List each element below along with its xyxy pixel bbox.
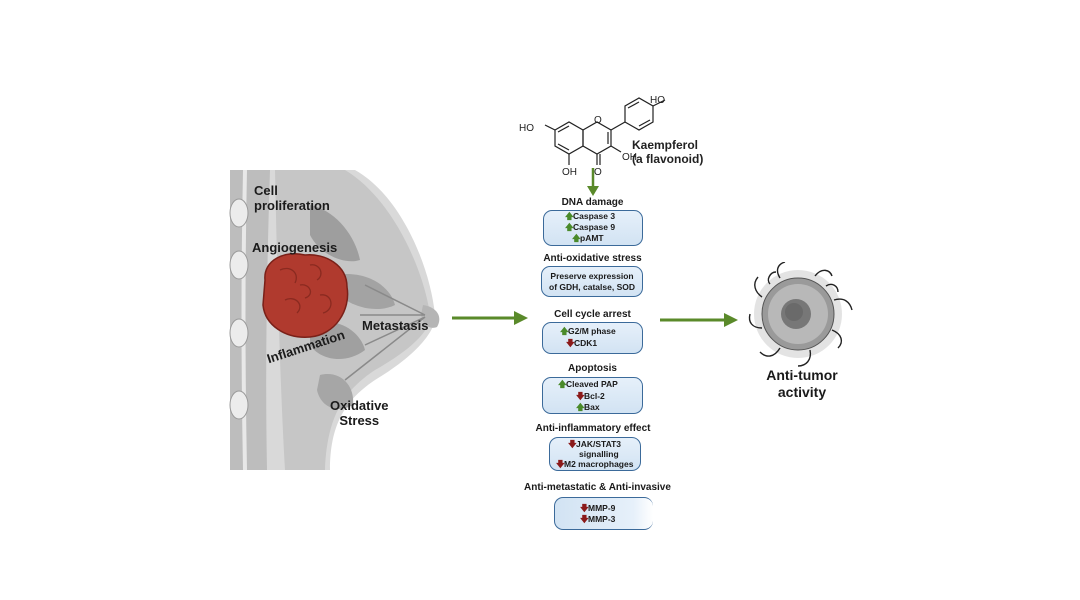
- arrow-right-icon: [452, 311, 528, 325]
- molecule-oh-mid: OH: [622, 152, 637, 163]
- down-arrow-icon: 🡇: [568, 439, 577, 449]
- down-arrow-icon: 🡇: [576, 391, 585, 401]
- section-title-dna-damage: DNA damage: [561, 197, 624, 208]
- line-cleaved-pap: 🡅Cleaved PAP: [558, 379, 618, 389]
- line-g2m-phase: 🡅G2/M phase: [560, 326, 616, 336]
- tumor-cell-icon: [748, 262, 853, 367]
- label-oxidative-stress: Oxidative Stress: [330, 398, 389, 428]
- molecule-o-carbonyl: O: [594, 167, 602, 178]
- arrow-down-icon: [587, 168, 599, 196]
- molecule-oh-bottom: OH: [562, 167, 577, 178]
- box-apoptosis: [542, 377, 643, 414]
- breast-illustration: [229, 169, 440, 471]
- line-m2-macrophages: 🡇M2 macrophages: [556, 459, 634, 469]
- anti-tumor-activity-label: Anti-tumor activity: [766, 367, 838, 400]
- down-arrow-icon: 🡇: [556, 459, 565, 469]
- tumor-mass: [262, 253, 349, 338]
- box-anti-metastatic: [554, 497, 653, 530]
- up-arrow-icon: 🡅: [572, 233, 581, 243]
- kaempferol-label: Kaempferol (a flavonoid): [632, 138, 703, 166]
- box-dna-damage: [543, 210, 643, 246]
- section-title-cell-cycle-arrest: Cell cycle arrest: [554, 309, 631, 320]
- up-arrow-icon: 🡅: [560, 326, 569, 336]
- section-title-anti-inflammatory: Anti-inflammatory effect: [535, 423, 651, 434]
- line-mmp3: 🡇MMP-3: [580, 514, 616, 524]
- up-arrow-icon: 🡅: [558, 379, 567, 389]
- line-preserve-expression: Preserve expression: [550, 271, 634, 281]
- label-cell-proliferation: Cell proliferation: [254, 183, 330, 213]
- line-caspase9: 🡅Caspase 9: [565, 222, 616, 232]
- down-arrow-icon: 🡇: [566, 338, 575, 348]
- up-arrow-icon: 🡅: [565, 222, 574, 232]
- line-cdk1: 🡇CDK1: [566, 338, 598, 348]
- box-anti-oxidative-stress: [541, 266, 643, 297]
- kaempferol-name: Kaempferol: [632, 138, 699, 152]
- up-arrow-icon: 🡅: [565, 211, 574, 221]
- molecule-ho-top: HO: [650, 95, 665, 106]
- down-arrow-icon: 🡇: [580, 503, 589, 513]
- molecule-o-ring: O: [594, 115, 602, 126]
- section-title-anti-metastatic: Anti-metastatic & Anti-invasive: [524, 482, 671, 493]
- line-bax: 🡅Bax: [576, 402, 600, 412]
- section-title-anti-oxidative-stress: Anti-oxidative stress: [543, 253, 642, 264]
- up-arrow-icon: 🡅: [576, 402, 585, 412]
- line-signalling: signalling: [579, 449, 619, 459]
- kaempferol-subtitle: (a flavonoid): [632, 152, 704, 166]
- down-arrow-icon: 🡇: [580, 514, 589, 524]
- line-gdh-catalase-sod: of GDH, catalse, SOD: [549, 282, 635, 292]
- line-caspase3: 🡅Caspase 3: [565, 211, 616, 221]
- section-title-apoptosis: Apoptosis: [568, 363, 617, 374]
- line-bcl2: 🡇Bcl-2: [576, 391, 605, 401]
- label-metastasis: Metastasis: [362, 318, 429, 333]
- arrow-right-icon: [660, 313, 738, 327]
- box-anti-inflammatory: [549, 437, 641, 471]
- box-cell-cycle-arrest: [542, 322, 643, 354]
- line-mmp9: 🡇MMP-9: [580, 503, 616, 513]
- molecule-ho-left: HO: [519, 123, 534, 134]
- label-angiogenesis: Angiogenesis: [252, 240, 338, 255]
- kaempferol-structure-icon: [544, 97, 666, 165]
- line-jak-stat3: 🡇JAK/STAT3: [568, 439, 622, 449]
- line-pamt: 🡅pAMT: [572, 233, 604, 243]
